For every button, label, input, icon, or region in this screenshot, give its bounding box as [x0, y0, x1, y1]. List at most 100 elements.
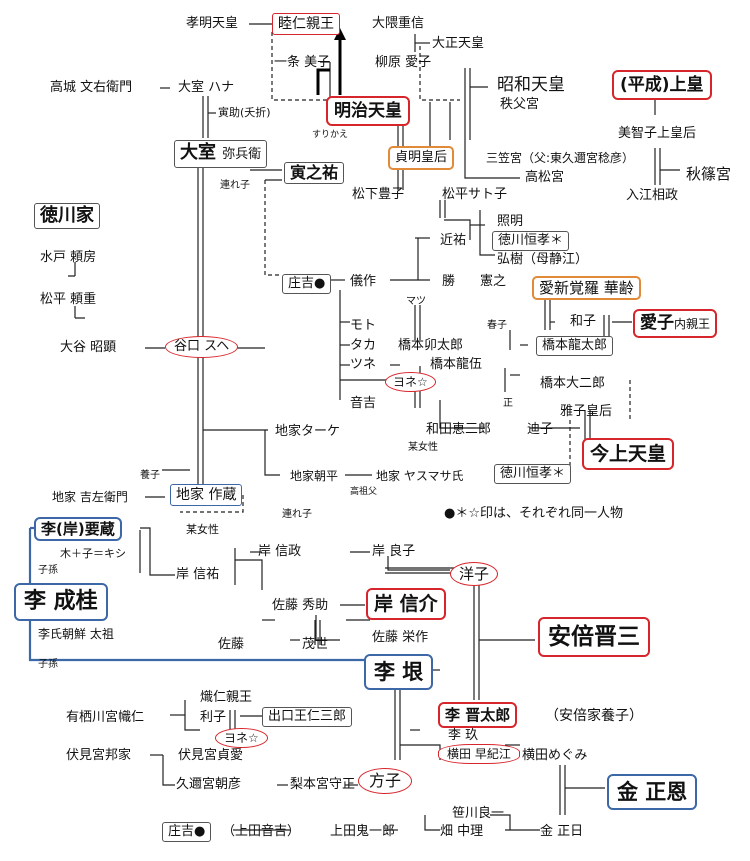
person-gisaku: 儀作: [350, 274, 377, 289]
person-deguchi: 出口王仁三郎: [262, 707, 353, 727]
person-sato: 佐藤: [218, 637, 245, 652]
person-okuma: 大隈重信: [372, 16, 425, 31]
person-tokugawa-tsunetaka-2: 徳川恒孝＊: [494, 464, 572, 484]
person-chike-kichi: 地家 吉左衛門: [52, 490, 128, 504]
person-moto: モト: [350, 318, 377, 333]
person-teimei: 貞明皇后: [388, 146, 455, 170]
label-kosofu: 高祖父: [350, 487, 378, 497]
person-ri-kon: 李 垠: [364, 654, 434, 690]
person-hashimoto-daijiro: 橋本大二郎: [540, 376, 606, 391]
person-wada: 和田恵三郎: [426, 422, 492, 437]
aiko-name: 愛子: [640, 313, 674, 333]
label-abe-yoshi: （安倍家養子）: [545, 708, 643, 724]
person-shomei: 照明: [497, 214, 524, 229]
person-mutsuhito: 睦仁親王: [272, 13, 340, 35]
person-sato-eisaku: 佐藤 栄作: [372, 630, 429, 645]
person-chike-yasumasa: 地家 ヤスマサ氏: [376, 469, 464, 483]
aiko-title: 内親王: [674, 317, 711, 331]
person-akishino: 秋篠宮: [686, 165, 732, 183]
label-tsureko-2: 連れ子: [282, 509, 312, 520]
person-yokota-sakie: 横田 早紀江: [438, 744, 520, 764]
person-nashimoto: 梨本宮守正: [290, 777, 356, 792]
person-mikasa: 三笠宮（父:東久邇宮稔彦）: [486, 151, 635, 165]
person-arisugawa: 有栖川宮幟仁: [66, 710, 145, 725]
label-ueda-otokichi: （上田音吉）: [222, 824, 301, 839]
label-tsureko-1: 連れ子: [220, 180, 250, 191]
label-shison-1: 子孫: [38, 565, 58, 576]
person-taisho: 大正天皇: [432, 36, 485, 51]
omuro-given: 弥兵衛: [222, 147, 262, 162]
person-kishi-nobusuke-f: 岸 信祐: [176, 567, 220, 582]
label-bojosei-2: 某女性: [186, 523, 219, 536]
person-riko: 利子: [200, 710, 227, 725]
person-kazuko: 和子: [570, 314, 597, 329]
person-kuninomiya: 久邇宮朝彦: [176, 777, 242, 792]
person-katsu: 勝: [442, 274, 456, 289]
person-ri-kishi: 李(岸)要蔵: [34, 517, 122, 541]
person-torasuke: 寅助(夭折): [218, 106, 271, 119]
person-otokichi: 音吉: [350, 396, 377, 411]
person-noriyuki: 憲之: [480, 274, 507, 289]
person-ri-kyu: 李 玖: [448, 728, 479, 743]
person-chike-take: 地家ターケ: [275, 424, 341, 439]
person-tokugawa-tsunetaka-1: 徳川恒孝＊: [492, 231, 570, 251]
person-shokichi-2: 庄吉●: [162, 822, 212, 842]
person-fushimi: 伏見宮邦家: [66, 748, 132, 763]
person-sasagawa: 笹川良一: [452, 806, 505, 821]
person-kim-jongil: 金 正日: [540, 824, 584, 839]
person-taniguchi: 谷口 スヘ: [165, 336, 239, 358]
person-kishi-yoshiko: 岸 良子: [372, 544, 416, 559]
person-mito: 水戸 頼房: [40, 250, 97, 265]
person-matsushita: 松下豊子: [352, 187, 405, 202]
label-yoshiko: 養子: [140, 470, 160, 481]
person-hashimoto-ryutaro: 橋本龍太郎: [536, 336, 614, 356]
person-takagi: 高城 文右衛門: [50, 80, 133, 95]
person-hashimoto-u: 橋本卯太郎: [398, 338, 464, 353]
person-omuro: 大室 弥兵衛: [174, 140, 268, 168]
person-yokota-megumi: 横田めぐみ: [522, 748, 588, 763]
person-shokichi: 庄吉●: [282, 274, 332, 294]
person-yone-2: ヨネ☆: [215, 728, 268, 748]
person-masako: 雅子皇后: [560, 404, 613, 419]
label-surikae: すりかえ: [312, 130, 349, 140]
person-taka: タカ: [350, 338, 377, 353]
person-irie: 入江相政: [626, 188, 679, 203]
person-showa: 昭和天皇: [497, 75, 565, 95]
omuro-surname: 大室: [180, 142, 216, 163]
person-chichibu: 秩父宮: [500, 97, 540, 112]
person-matsudaira-yorishige: 松平 頼重: [40, 292, 97, 307]
person-hashimoto-ryugo: 橋本龍伍: [430, 357, 483, 372]
label-bojosei-1: 某女性: [408, 442, 438, 453]
person-hata: 畑 中理: [440, 824, 484, 839]
person-yanagiwara: 柳原 愛子: [375, 55, 432, 70]
label-richo: 李氏朝鮮 太祖: [38, 627, 114, 641]
person-ootani: 大谷 昭顕: [60, 340, 117, 355]
person-chike-sakuzo: 地家 作蔵: [170, 484, 243, 506]
person-michiko2: 迪子: [527, 422, 554, 437]
person-kinjo: 今上天皇: [582, 438, 675, 470]
person-kim: 金 正恩: [607, 774, 698, 810]
label-tokugawa-family: 徳川家: [34, 203, 100, 229]
label-note: ●＊☆印は、それぞれ同一人物: [444, 506, 623, 521]
label-kishi-formula: 木＋子＝キシ: [60, 547, 126, 560]
person-sato-hidesuke: 佐藤 秀助: [272, 598, 329, 613]
person-michiko: 美智子上皇后: [618, 126, 697, 141]
person-hiroki: 弘樹（母静江）: [497, 252, 589, 267]
person-heisei: (平成)上皇: [612, 70, 712, 100]
person-tsune: ツネ: [350, 357, 377, 372]
person-ri-seikei: 李 成桂: [14, 583, 108, 621]
person-konsuke: 近祐: [440, 233, 467, 248]
person-ueda-kiichiro: 上田鬼一郎: [330, 824, 396, 839]
person-taruhito: 熾仁親王: [200, 690, 253, 705]
person-kishi-nobumasa: 岸 信政: [258, 544, 302, 559]
person-abe: 安倍晋三: [538, 617, 650, 657]
person-kishi-nobusuke: 岸 信介: [366, 588, 446, 620]
person-matsu: マツ: [406, 296, 426, 307]
person-ri-shintaro: 李 晋太郎: [438, 702, 518, 728]
person-aishin: 愛新覚羅 華齢: [532, 276, 641, 300]
person-masako2: 方子: [358, 768, 413, 794]
person-koumei: 孝明天皇: [186, 16, 239, 31]
person-yone-1: ヨネ☆: [385, 372, 436, 392]
person-meiji: 明治天皇: [326, 96, 410, 126]
person-takamatsu: 高松宮: [525, 170, 565, 185]
